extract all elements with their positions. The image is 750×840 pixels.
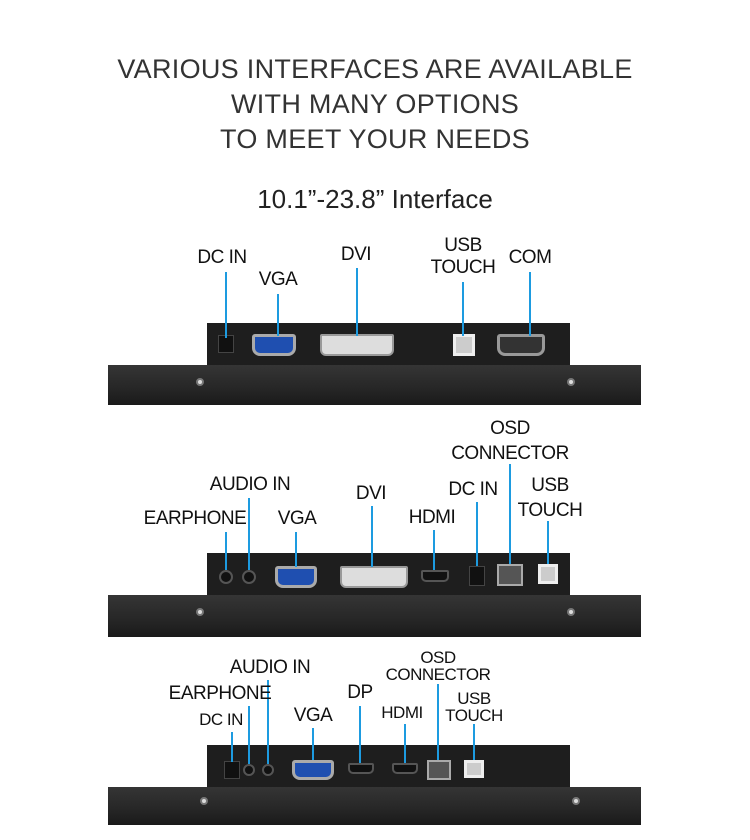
callout-line [529,272,531,336]
callout-line [437,684,439,760]
callout-line [359,706,361,763]
callout-line [473,724,475,760]
label-osd: OSD [490,418,530,439]
label-vga: VGA [293,705,333,726]
label-osd: OSD [420,648,456,667]
label-dc-in: DC IN [448,479,498,500]
usb-touch-port [453,334,475,356]
label-osd-connector: OSD CONNECTOR [451,416,569,466]
panel-3-port-block [207,745,570,788]
dc-in-port [224,761,240,779]
callout-line [225,272,227,338]
callout-line [547,521,549,564]
callout-line [433,530,435,570]
callout-line [248,498,250,570]
callout-line [356,268,358,336]
vga-port [275,566,317,588]
osd-connector-port [497,564,523,586]
callout-line [312,728,314,760]
callout-line [509,464,511,564]
screw-icon [200,797,208,805]
hdmi-port [421,570,449,582]
screw-icon [567,608,575,616]
heading-line-3: TO MEET YOUR NEEDS [220,124,530,154]
heading-line-1: VARIOUS INTERFACES ARE AVAILABLE [117,54,633,84]
label-com: COM [508,247,552,268]
label-usb: USB [531,475,569,496]
usb-touch-port [464,760,484,778]
label-hdmi: HDMI [408,507,456,528]
label-touch: TOUCH [445,706,503,725]
callout-line [404,724,406,763]
callout-line [371,506,373,567]
screw-icon [196,608,204,616]
callout-line [231,732,233,762]
screw-icon [572,797,580,805]
heading-line-2: WITH MANY OPTIONS [230,89,520,119]
label-dp: DP [347,682,373,703]
callout-line [267,680,269,764]
earphone-port [219,570,233,584]
label-earphone: EARPHONE [143,508,247,529]
label-audio-in: AUDIO IN [229,657,311,678]
callout-line [248,706,250,764]
label-usb: USB [457,689,491,708]
label-audio-in: AUDIO IN [209,474,291,495]
label-dc-in: DC IN [197,247,247,268]
label-connector: CONNECTOR [451,443,569,464]
label-dc-in: DC IN [199,710,243,729]
screw-icon [196,378,204,386]
callout-line [295,532,297,567]
label-usb-touch: USB TOUCH [518,473,583,523]
panel-1-bezel [108,365,641,405]
audio-in-port [242,570,256,584]
usb-touch-port [538,564,558,584]
label-hdmi: HDMI [381,703,423,722]
label-touch: TOUCH [430,257,496,278]
audio-in-port [262,764,274,776]
callout-line [462,282,464,336]
earphone-port [243,764,255,776]
screw-icon [567,378,575,386]
label-touch: TOUCH [517,500,583,521]
label-connector: CONNECTOR [385,665,491,684]
label-earphone: EARPHONE [168,683,272,704]
label-usb: USB [444,235,482,256]
hdmi-port [392,763,418,774]
com-port [497,334,545,356]
label-vga: VGA [258,269,298,290]
callout-line [277,294,279,336]
dvi-port [340,566,408,588]
label-dvi: DVI [340,244,372,265]
vga-port [252,334,296,356]
osd-connector-port [427,760,451,780]
callout-line [476,502,478,566]
panel-3-bezel [108,787,641,825]
panel-2-bezel [108,595,641,637]
dc-in-port [469,566,485,586]
label-vga: VGA [277,508,317,529]
vga-port [292,760,334,780]
callout-line [225,532,227,570]
dp-port [348,763,374,774]
label-dvi: DVI [355,483,387,504]
subtitle: 10.1”-23.8” Interface [257,184,493,214]
dvi-port [320,334,394,356]
